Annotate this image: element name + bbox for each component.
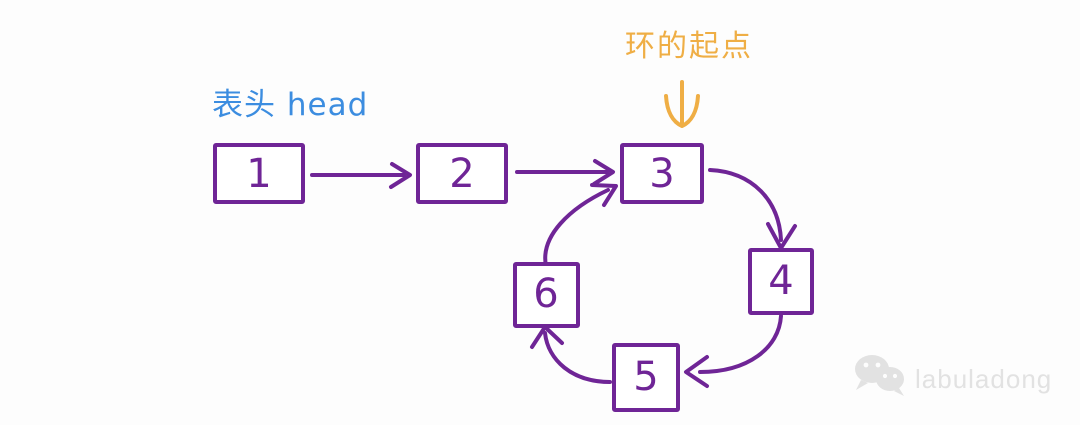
node-2-label: 2 — [449, 151, 474, 197]
node-3[interactable]: 3 — [620, 143, 704, 204]
edge-node5-to-node6 — [530, 325, 612, 384]
node-6-label: 6 — [533, 271, 558, 317]
node-3-box — [620, 143, 704, 204]
wechat-icon — [855, 355, 904, 396]
node-2-box — [416, 143, 508, 204]
node-5-box — [612, 343, 680, 412]
head-annotation: 表头 head — [212, 87, 368, 123]
edge-node6-to-node3 — [543, 183, 618, 268]
node-5-label: 5 — [633, 354, 658, 400]
head-annotation-label: 表头 head — [212, 87, 368, 123]
node-1-label: 1 — [246, 151, 271, 197]
node-4[interactable]: 4 — [748, 248, 814, 315]
node-6-box — [513, 262, 580, 328]
edge-node3-to-node4 — [708, 168, 797, 250]
node-3-label: 3 — [649, 151, 674, 197]
cycle-start-annotation: 环的起点 — [625, 29, 753, 128]
node-1[interactable]: 1 — [213, 143, 305, 204]
cycle-start-down-arrow-icon — [664, 80, 700, 128]
watermark: labuladong — [855, 355, 1052, 396]
edge-node2-to-node3 — [515, 159, 615, 186]
watermark-brand: labuladong — [915, 364, 1052, 394]
edge-node4-to-node5 — [684, 314, 783, 388]
node-5[interactable]: 5 — [612, 343, 680, 412]
node-2[interactable]: 2 — [416, 143, 508, 204]
cycle-start-label: 环的起点 — [625, 29, 753, 64]
edge-node1-to-node2 — [310, 162, 412, 189]
node-6[interactable]: 6 — [513, 262, 580, 328]
node-4-label: 4 — [768, 258, 793, 304]
node-1-box — [213, 143, 305, 204]
node-4-box — [748, 248, 814, 315]
